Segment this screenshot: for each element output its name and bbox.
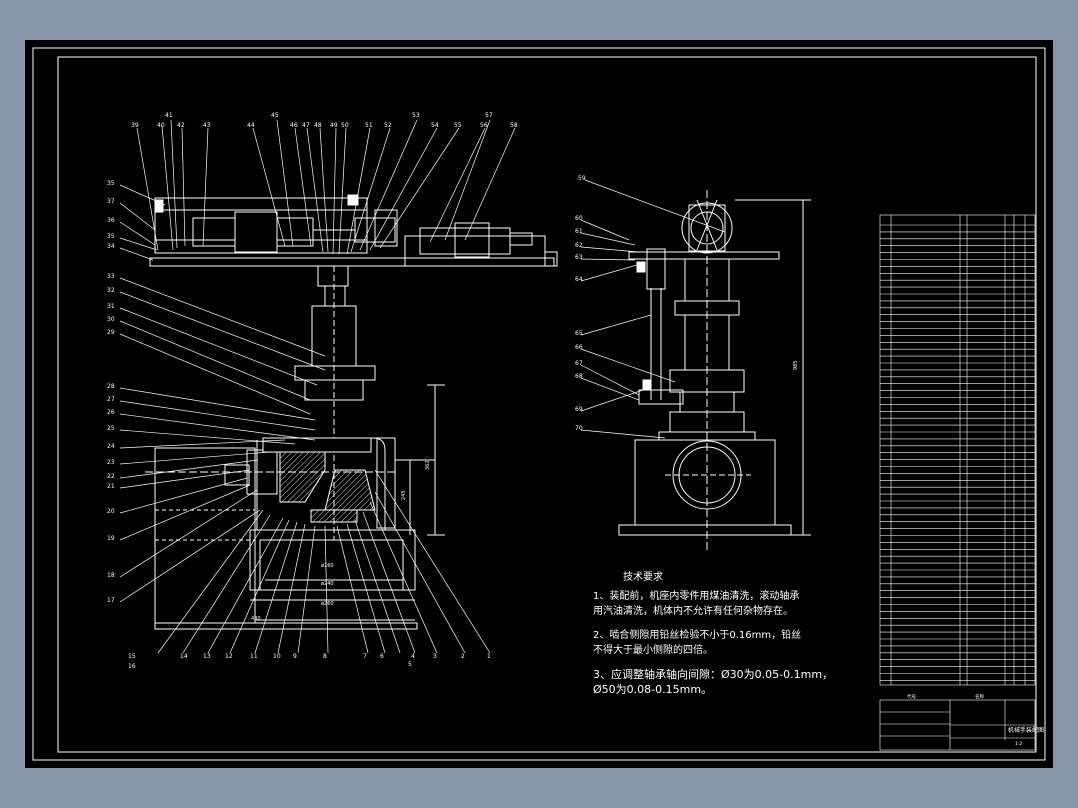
part-label-bottom-4: 12 bbox=[225, 653, 233, 660]
part-label-left-6: 32 bbox=[107, 287, 115, 294]
cad-viewport[interactable]: 985 362 245 ø160 ø240 ø260 480 代号 名称 机械手… bbox=[25, 40, 1053, 768]
note-2: 2、啮合侧隙用铅丝检验不小于0.16mm，铅丝 不得大于最小侧隙的四倍。 bbox=[593, 630, 802, 656]
part-label-bottom-3: 13 bbox=[203, 653, 211, 660]
inner-frame bbox=[57, 56, 1037, 753]
part-label-left-0: 35 bbox=[107, 180, 115, 187]
part-label-left-11: 27 bbox=[107, 396, 115, 403]
part-label-left-16: 22 bbox=[107, 473, 115, 480]
part-label-top-17: 56 bbox=[480, 122, 488, 129]
part-label-top-11: 50 bbox=[341, 122, 349, 129]
leaders-top bbox=[136, 119, 516, 255]
part-label-right-5: 64 bbox=[575, 276, 583, 283]
note-1: 1、装配前，机座内零件用煤油清洗，滚动轴承 用汽油清洗，机体内不允许有任何杂物存… bbox=[593, 591, 800, 617]
technical-requirements: 技术要求 1、装配前，机座内零件用煤油清洗，滚动轴承 用汽油清洗，机体内不允许有… bbox=[593, 570, 893, 706]
part-label-right-7: 66 bbox=[575, 344, 583, 351]
part-label-top-16: 55 bbox=[454, 122, 462, 129]
part-label-left-14: 24 bbox=[107, 443, 115, 450]
part-label-left-1: 37 bbox=[107, 198, 115, 205]
part-label-left-21: 17 bbox=[107, 597, 115, 604]
part-label-top-2: 41 bbox=[165, 112, 173, 119]
notes-heading: 技术要求 bbox=[623, 572, 663, 583]
part-label-right-0: 59 bbox=[578, 175, 586, 182]
part-label-left-2: 36 bbox=[107, 217, 115, 224]
part-label-bottom-11: 5 bbox=[408, 661, 412, 668]
part-label-left-12: 26 bbox=[107, 409, 115, 416]
part-label-bottom-5: 11 bbox=[250, 653, 258, 660]
part-label-left-17: 21 bbox=[107, 483, 115, 490]
part-label-left-7: 31 bbox=[107, 303, 115, 310]
part-label-bottom-15: 1 bbox=[487, 653, 491, 660]
part-label-right-3: 62 bbox=[575, 242, 583, 249]
side-view bbox=[618, 190, 811, 550]
part-label-top-15: 54 bbox=[431, 122, 439, 129]
part-label-bottom-7: 9 bbox=[293, 653, 297, 660]
part-label-top-14: 53 bbox=[412, 112, 420, 119]
part-label-top-8: 47 bbox=[302, 122, 310, 129]
leaders-side bbox=[580, 179, 726, 439]
part-label-left-9: 29 bbox=[107, 329, 115, 336]
part-label-bottom-1: 16 bbox=[128, 663, 136, 670]
part-label-top-13: 52 bbox=[384, 122, 392, 129]
part-label-bottom-13: 3 bbox=[433, 653, 437, 660]
part-label-top-0: 39 bbox=[131, 122, 139, 129]
front-view bbox=[145, 194, 558, 630]
dim-height-b: 245 bbox=[401, 490, 407, 500]
dim-height-a: 362 bbox=[425, 460, 431, 470]
drawing-title: 机械手装配图 bbox=[1008, 726, 1044, 734]
part-label-top-12: 51 bbox=[365, 122, 373, 129]
part-label-bottom-9: 7 bbox=[363, 653, 367, 660]
leaders-left bbox=[119, 184, 326, 603]
part-label-top-7: 46 bbox=[290, 122, 298, 129]
part-label-top-3: 42 bbox=[177, 122, 185, 129]
part-label-bottom-6: 10 bbox=[273, 653, 281, 660]
part-label-top-9: 48 bbox=[314, 122, 322, 129]
part-label-left-19: 19 bbox=[107, 535, 115, 542]
part-label-top-18: 57 bbox=[485, 112, 493, 119]
part-label-left-4: 34 bbox=[107, 243, 115, 250]
part-label-right-8: 67 bbox=[575, 360, 583, 367]
part-label-top-1: 40 bbox=[157, 122, 165, 129]
part-label-left-20: 18 bbox=[107, 572, 115, 579]
part-label-bottom-14: 2 bbox=[461, 653, 465, 660]
dim-base: 480 bbox=[251, 616, 261, 622]
part-label-right-11: 70 bbox=[575, 425, 583, 432]
drawing-scale: 1:2 bbox=[1015, 741, 1022, 747]
assembly-drawing: 985 362 245 ø160 ø240 ø260 480 代号 名称 机械手… bbox=[32, 47, 1046, 761]
part-label-top-10: 49 bbox=[330, 122, 338, 129]
part-label-right-6: 65 bbox=[575, 330, 583, 337]
part-label-top-4: 43 bbox=[203, 122, 211, 129]
parts-header-code: 代号 bbox=[907, 693, 916, 700]
leaders-bottom bbox=[157, 469, 491, 654]
part-label-top-5: 44 bbox=[247, 122, 255, 129]
part-label-left-13: 25 bbox=[107, 425, 115, 432]
part-label-left-18: 20 bbox=[107, 508, 115, 515]
dim-overall-height: 985 bbox=[793, 360, 799, 370]
note-3: 3、应调整轴承轴向间隙：Ø30为0.05-0.1mm， Ø50为0.08-0.1… bbox=[593, 668, 834, 696]
part-label-left-15: 23 bbox=[107, 459, 115, 466]
dim-outer-dia: ø260 bbox=[321, 601, 334, 607]
part-label-top-19: 58 bbox=[510, 122, 518, 129]
part-label-right-10: 69 bbox=[575, 406, 583, 413]
part-label-bottom-0: 15 bbox=[128, 653, 136, 660]
part-label-bottom-8: 8 bbox=[323, 653, 327, 660]
parts-list bbox=[879, 214, 1036, 751]
part-label-bottom-2: 14 bbox=[180, 653, 188, 660]
part-label-right-2: 61 bbox=[575, 228, 583, 235]
outer-frame bbox=[32, 47, 1046, 761]
part-label-left-3: 35 bbox=[107, 233, 115, 240]
part-label-right-9: 68 bbox=[575, 373, 583, 380]
part-label-top-6: 45 bbox=[271, 112, 279, 119]
part-label-right-1: 60 bbox=[575, 215, 583, 222]
part-label-right-4: 63 bbox=[575, 254, 583, 261]
dim-mid-dia: ø240 bbox=[321, 581, 334, 587]
part-label-bottom-10: 6 bbox=[380, 653, 384, 660]
part-label-left-10: 28 bbox=[107, 383, 115, 390]
part-label-left-8: 30 bbox=[107, 316, 115, 323]
part-label-bottom-12: 4 bbox=[411, 653, 415, 660]
dim-inner-dia: ø160 bbox=[321, 563, 334, 569]
parts-header-name: 名称 bbox=[975, 693, 984, 700]
part-label-left-5: 33 bbox=[107, 273, 115, 280]
